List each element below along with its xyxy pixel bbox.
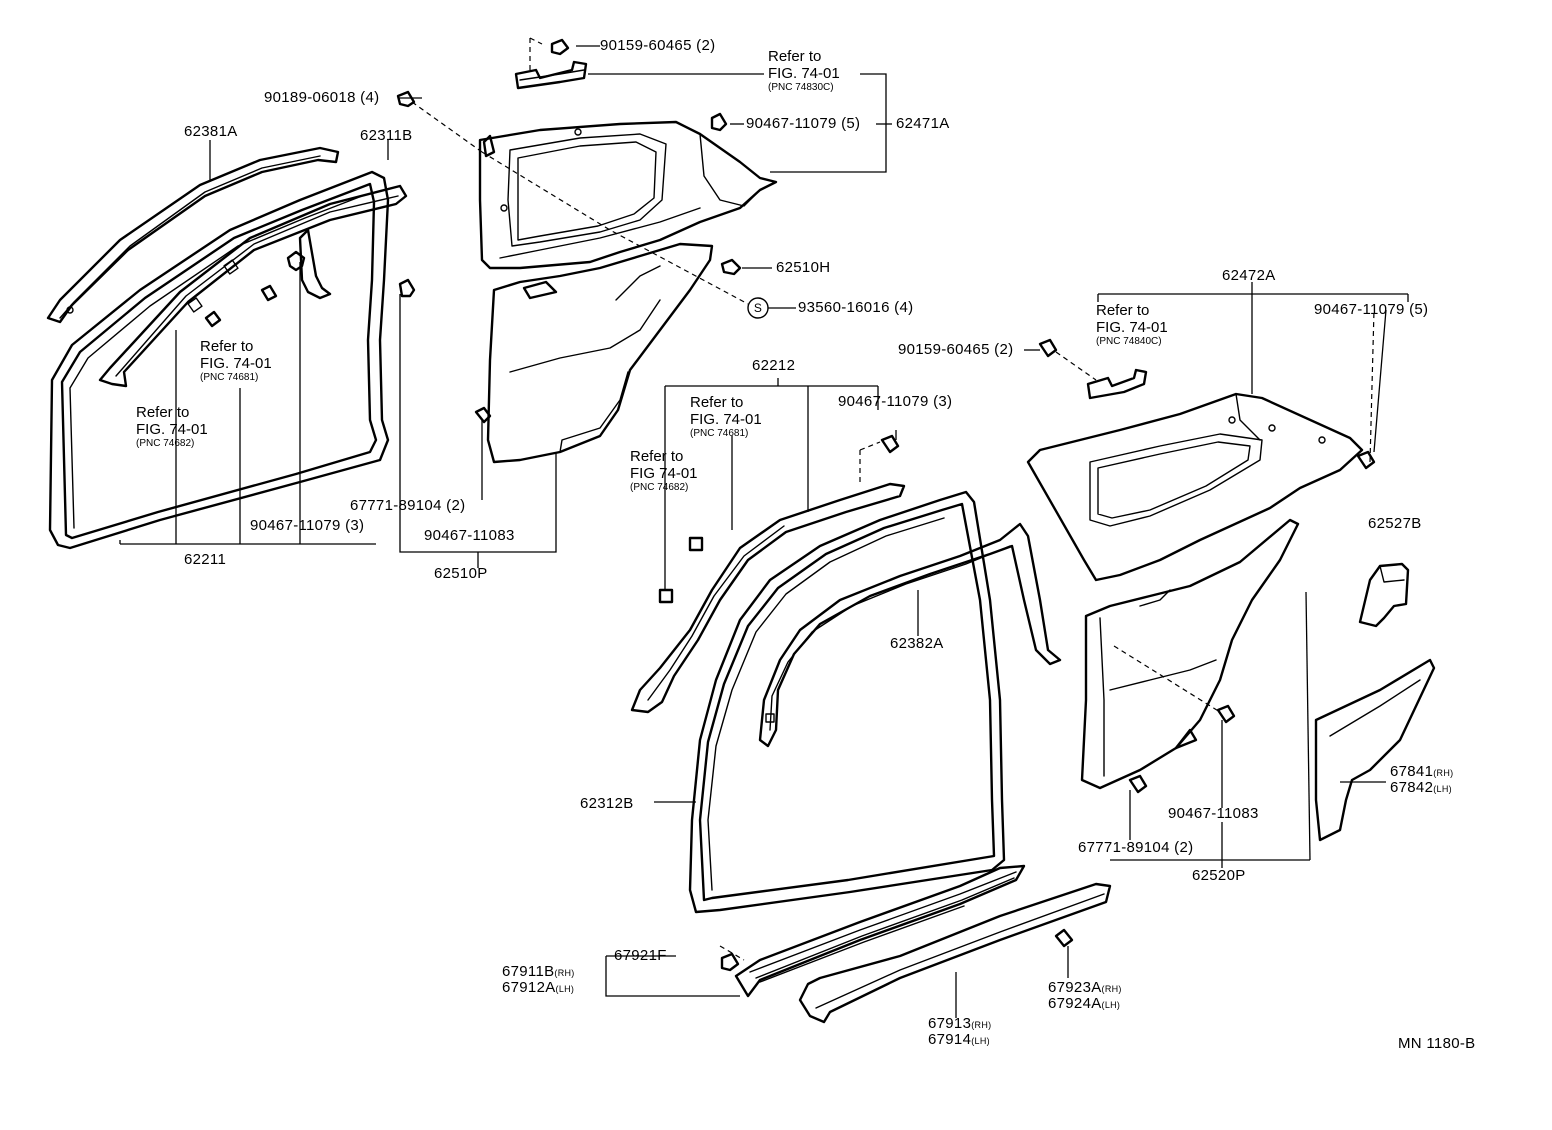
refer-fig: FIG. 74-01 xyxy=(690,411,762,428)
refer-fig: FIG 74-01 xyxy=(630,465,698,482)
label-67842-side: (LH) xyxy=(1433,784,1452,794)
label-90467-11083-right: 90467-11083 xyxy=(1168,805,1259,822)
label-67924a: 67924A(LH) xyxy=(1048,996,1120,1013)
refer-74682-left: Refer to FIG. 74-01 (PNC 74682) xyxy=(136,404,208,450)
part-62510p-drawing xyxy=(486,242,714,464)
label-62471a: 62471A xyxy=(896,115,950,132)
label-62212: 62212 xyxy=(752,357,796,374)
label-90467-11083-left: 90467-11083 xyxy=(424,527,515,544)
refer-74681-left: Refer to FIG. 74-01 (PNC 74681) xyxy=(200,338,272,384)
refer-pnc: (PNC 74681) xyxy=(690,428,749,439)
label-62211: 62211 xyxy=(184,551,227,568)
label-67911b: 67911B(RH) xyxy=(502,964,575,981)
label-90159-60465-top: 90159-60465 (2) xyxy=(600,37,716,54)
part-62471a-drawing xyxy=(478,120,778,270)
label-67914-side: (LH) xyxy=(971,1036,990,1046)
label-62382a: 62382A xyxy=(890,635,944,652)
refer-pnc: (PNC 74830C) xyxy=(768,82,834,93)
label-67923a-side: (RH) xyxy=(1101,984,1122,994)
label-90159-60465-mid: 90159-60465 (2) xyxy=(898,341,1014,358)
label-90467-11079-3-left: 90467-11079 (3) xyxy=(250,517,365,534)
label-67913-side: (RH) xyxy=(971,1020,992,1030)
refer-pnc: (PNC 74682) xyxy=(136,438,195,449)
label-67912a-side: (LH) xyxy=(555,984,575,994)
refer-fig: FIG. 74-01 xyxy=(1096,319,1168,336)
label-90467-11079-5-right: 90467-11079 (5) xyxy=(1314,301,1429,318)
label-67913-number: 67913 xyxy=(928,1015,972,1032)
label-62510p: 62510P xyxy=(434,565,488,582)
part-62312b-drawing xyxy=(688,490,1006,914)
retainer-74840c-drawing xyxy=(1086,368,1148,400)
refer-pnc: (PNC 74840C) xyxy=(1096,336,1162,347)
part-62311b-drawing xyxy=(98,184,408,388)
retainer-74830c-drawing xyxy=(514,60,588,90)
label-67841-side: (RH) xyxy=(1433,768,1454,778)
label-67771-89104-right: 67771-89104 (2) xyxy=(1078,839,1194,856)
refer-text: Refer to xyxy=(1096,302,1150,319)
refer-fig: FIG. 74-01 xyxy=(136,421,208,438)
label-67914-number: 67914 xyxy=(928,1031,972,1048)
refer-text: Refer to xyxy=(200,338,254,355)
label-67923a: 67923A(RH) xyxy=(1048,980,1122,997)
label-62312b: 62312B xyxy=(580,795,634,812)
leader-lines xyxy=(119,45,1409,1018)
s-symbol-label: S xyxy=(753,301,763,315)
refer-pnc: (PNC 74682) xyxy=(630,482,689,493)
label-90467-11079-5-top: 90467-11079 (5) xyxy=(746,115,861,132)
label-62472a: 62472A xyxy=(1222,267,1276,284)
label-67841: 67841(RH) xyxy=(1390,764,1453,781)
clips-62211-drawing xyxy=(204,250,416,328)
refer-fig: FIG. 74-01 xyxy=(200,355,272,372)
label-62520p: 62520P xyxy=(1192,867,1246,884)
part-62472a-drawing xyxy=(1026,392,1364,582)
label-62510h: 62510H xyxy=(776,259,831,276)
label-67842: 67842(LH) xyxy=(1390,780,1452,797)
label-67914: 67914(LH) xyxy=(928,1032,990,1049)
part-62212-drawing xyxy=(630,482,906,714)
refer-text: Refer to xyxy=(136,404,190,421)
label-67913: 67913(RH) xyxy=(928,1016,991,1033)
part-67841-drawing xyxy=(1314,658,1436,842)
label-67921f: 67921F xyxy=(614,947,667,964)
refer-74840c: Refer to FIG. 74-01 (PNC 74840C) xyxy=(1096,302,1168,348)
dashed-leaders xyxy=(411,37,1375,961)
label-62527b: 62527B xyxy=(1368,515,1422,532)
clip-67921f-drawing xyxy=(720,952,740,972)
diagram-code: MN 1180-B xyxy=(1398,1035,1476,1052)
refer-74830c: Refer to FIG. 74-01 (PNC 74830C) xyxy=(768,48,840,94)
refer-74682-mid: Refer to FIG 74-01 (PNC 74682) xyxy=(630,448,698,494)
clips-62212-drawing xyxy=(658,536,704,604)
refer-text: Refer to xyxy=(630,448,684,465)
label-67911b-number: 67911B xyxy=(502,963,555,980)
label-62311b: 62311B xyxy=(360,127,413,144)
part-62527b-drawing xyxy=(1358,562,1410,628)
label-90189-06018: 90189-06018 (4) xyxy=(264,89,380,106)
part-62382a-drawing xyxy=(758,522,1062,748)
label-67911b-side: (RH) xyxy=(554,968,575,978)
refer-text: Refer to xyxy=(690,394,744,411)
part-67911b-drawing xyxy=(734,864,1026,998)
fasteners-right-drawing xyxy=(880,338,1376,794)
label-67771-89104-left: 67771-89104 (2) xyxy=(350,497,466,514)
fasteners-top-drawing xyxy=(396,38,742,424)
refer-fig: FIG. 74-01 xyxy=(768,65,840,82)
label-67841-number: 67841 xyxy=(1390,763,1434,780)
refer-74681-mid: Refer to FIG. 74-01 (PNC 74681) xyxy=(690,394,762,440)
refer-pnc: (PNC 74681) xyxy=(200,372,259,383)
label-67923a-number: 67923A xyxy=(1048,979,1102,996)
label-67924a-number: 67924A xyxy=(1048,995,1102,1012)
label-67912a: 67912A(LH) xyxy=(502,980,574,997)
refer-text: Refer to xyxy=(768,48,822,65)
label-67924a-side: (LH) xyxy=(1101,1000,1121,1010)
part-62520p-drawing xyxy=(1080,518,1300,790)
label-93560-16016: 93560-16016 (4) xyxy=(798,299,914,316)
label-67912a-number: 67912A xyxy=(502,979,556,996)
label-67842-number: 67842 xyxy=(1390,779,1434,796)
part-67913-drawing xyxy=(798,882,1112,1024)
part-62381a-drawing xyxy=(46,146,340,324)
label-90467-11079-3-mid: 90467-11079 (3) xyxy=(838,393,953,410)
label-62381a: 62381A xyxy=(184,123,238,140)
